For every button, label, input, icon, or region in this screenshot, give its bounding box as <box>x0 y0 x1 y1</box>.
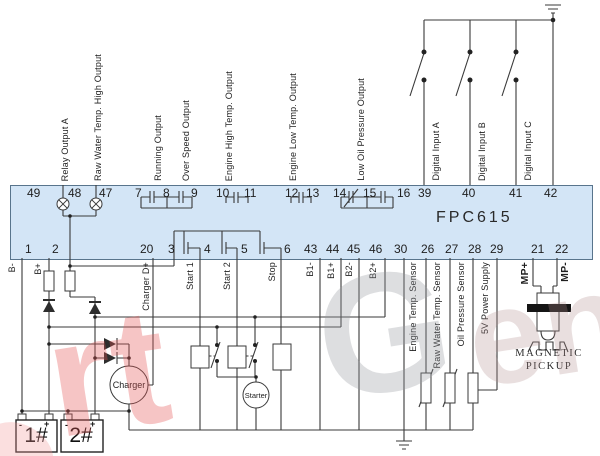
label-b2-plus: B2+ <box>368 262 378 279</box>
label-engine-high-temp-output: Engine High Temp. Output <box>224 70 234 181</box>
label-over-speed-output: Over Speed Output <box>181 100 191 181</box>
terminal-49: 49 <box>27 186 41 200</box>
terminal-46: 46 <box>369 242 383 256</box>
label-b1-minus: B1- <box>305 262 315 277</box>
label-charger-d-plus: Charger D+ <box>141 262 151 311</box>
terminal-41: 41 <box>509 186 523 200</box>
label-running-output: Running Output <box>153 115 163 181</box>
terminal-4: 4 <box>204 242 211 256</box>
terminal-48: 48 <box>68 186 82 200</box>
label-b-minus: B- <box>7 263 17 273</box>
terminal-44: 44 <box>326 242 340 256</box>
terminal-11: 11 <box>244 186 257 200</box>
label-digital-input-b: Digital Input B <box>477 121 487 181</box>
terminal-42: 42 <box>544 186 558 200</box>
label-5v-power-supply: 5V Power Supply <box>480 262 490 335</box>
terminal-21: 21 <box>531 242 545 256</box>
terminal-16: 16 <box>397 186 411 200</box>
terminal-28: 28 <box>468 242 482 256</box>
terminal-13: 13 <box>306 186 320 200</box>
terminal-47: 47 <box>99 186 113 200</box>
label-relay-output-a: Relay Output A <box>60 117 70 181</box>
battery2-minus-sign: - <box>65 420 68 430</box>
terminal-6: 6 <box>284 242 291 256</box>
terminal-3: 3 <box>168 242 175 256</box>
terminal-39: 39 <box>418 186 432 200</box>
label-mp-plus: MP+ <box>519 262 531 285</box>
magnetic-pickup-label-line1: MAGNETIC <box>515 348 583 359</box>
label-stop: Stop <box>267 262 277 282</box>
terminal-27: 27 <box>445 242 459 256</box>
terminal-40: 40 <box>462 186 476 200</box>
battery1-plus-sign: + <box>44 419 50 429</box>
terminal-10: 10 <box>216 186 230 200</box>
terminal-29: 29 <box>490 242 504 256</box>
label-oil-pressure-sensor: Oil Pressure Sensor <box>456 262 466 347</box>
label-b-plus: B+ <box>33 263 43 275</box>
controller-model: FPC615 <box>436 209 513 226</box>
terminal-2: 2 <box>52 242 59 256</box>
label-b2-minus: B2- <box>344 262 354 277</box>
label-engine-temp-sensor: Engine Temp. Sensor <box>408 262 418 352</box>
label-b1-plus: B1+ <box>326 262 336 279</box>
terminal-8: 8 <box>163 186 170 200</box>
label-start-1: Start 1 <box>185 262 195 290</box>
label-mp-minus: MP- <box>559 262 571 282</box>
label-low-oil-pressure-output: Low Oil Pressure Output <box>356 78 366 181</box>
battery2-plus-sign: + <box>90 419 96 429</box>
terminal-30: 30 <box>394 242 408 256</box>
label-start-2: Start 2 <box>222 262 232 290</box>
magnetic-pickup-label-line2: PICKUP <box>525 361 573 372</box>
starter-label: Starter <box>244 391 268 400</box>
watermark-text-rt: rt <box>34 271 181 456</box>
label-digital-input-a: Digital Input A <box>431 122 441 181</box>
label-engine-low-temp-output: Engine Low Temp. Output <box>288 73 298 181</box>
battery-1-label: 1# <box>24 424 48 447</box>
battery1-minus-sign: - <box>19 420 22 430</box>
terminal-20: 20 <box>140 242 154 256</box>
terminal-26: 26 <box>421 242 435 256</box>
terminal-15: 15 <box>363 186 377 200</box>
terminal-5: 5 <box>241 242 248 256</box>
terminal-9: 9 <box>191 186 198 200</box>
terminal-22: 22 <box>555 242 569 256</box>
label-digital-input-c: Digital Input C <box>523 121 533 181</box>
terminal-14: 14 <box>333 186 347 200</box>
label-raw-water-temp-sensor: Raw Water Temp. Sensor <box>432 262 442 369</box>
label-raw-water-high-output: Raw Water Temp. High Output <box>93 54 103 181</box>
terminal-7: 7 <box>135 186 142 200</box>
terminal-43: 43 <box>304 242 318 256</box>
terminal-12: 12 <box>285 186 299 200</box>
terminal-45: 45 <box>347 242 361 256</box>
terminal-1: 1 <box>25 242 32 256</box>
charger-label: Charger <box>112 380 146 390</box>
